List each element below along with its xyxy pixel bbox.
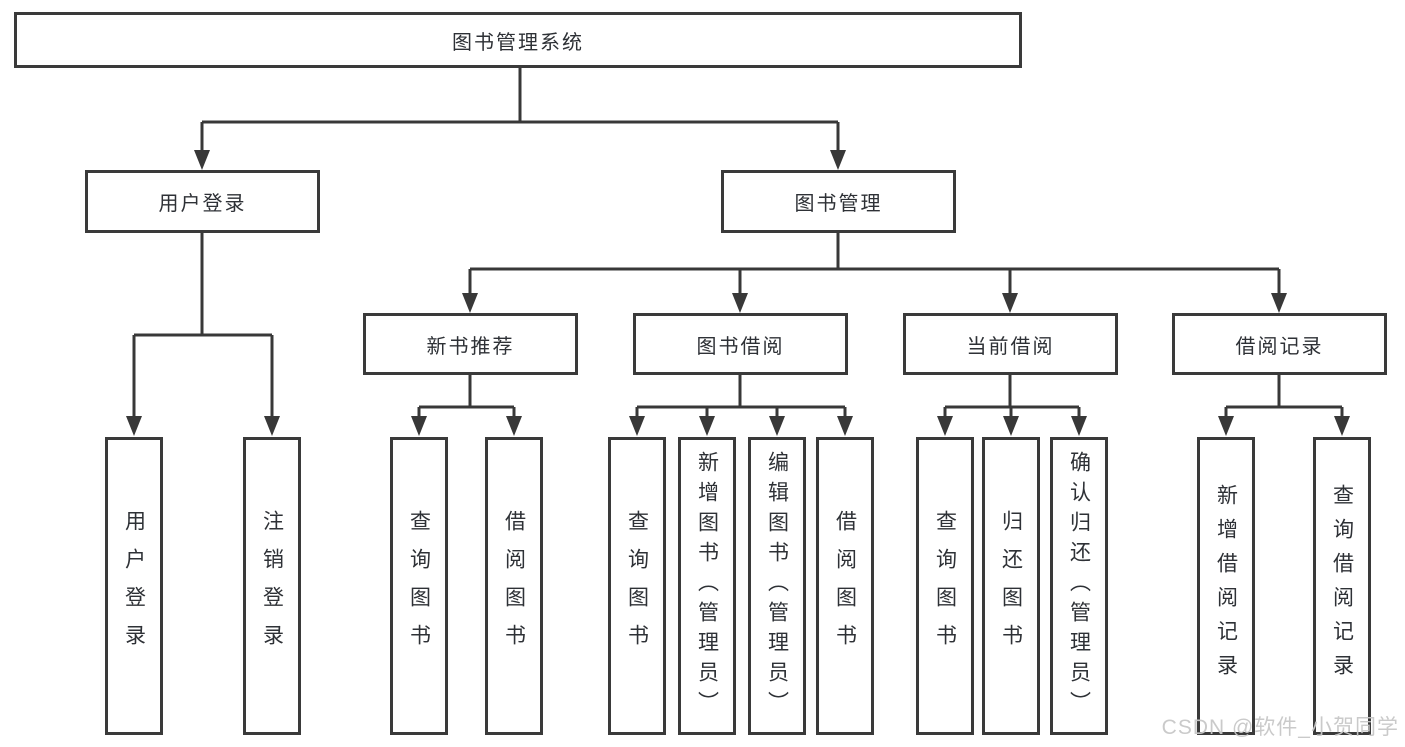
leaf-edit-book-admin-label: 编辑图书（管理员） <box>765 451 789 721</box>
leaf-recommend-query-books: 查询图书 <box>390 437 448 735</box>
node-borrowing-records: 借阅记录 <box>1172 313 1387 375</box>
leaf-user-login-label: 用户登录 <box>122 510 146 662</box>
leaf-add-book-admin-label: 新增图书（管理员） <box>695 451 719 721</box>
leaf-confirm-return-admin-label: 确认归还（管理员） <box>1067 451 1091 721</box>
node-current-borrowing-label: 当前借阅 <box>966 335 1055 358</box>
leaf-current-query-books-label: 查询图书 <box>933 510 957 662</box>
leaf-borrowing-borrow-books: 借阅图书 <box>816 437 874 735</box>
node-new-book-recommendation: 新书推荐 <box>363 313 578 375</box>
leaf-logout: 注销登录 <box>243 437 301 735</box>
node-book-borrowing-label: 图书借阅 <box>696 335 785 358</box>
node-book-management: 图书管理 <box>721 170 956 233</box>
csdn-watermark: CSDN @软件_小贺同学 <box>1161 716 1399 739</box>
leaf-borrowing-borrow-books-label: 借阅图书 <box>833 510 857 662</box>
node-book-borrowing: 图书借阅 <box>633 313 848 375</box>
leaf-recommend-query-books-label: 查询图书 <box>407 510 431 662</box>
leaf-confirm-return-admin: 确认归还（管理员） <box>1050 437 1108 735</box>
leaf-add-borrow-record: 新增借阅记录 <box>1197 437 1255 735</box>
leaf-borrowing-query-books-label: 查询图书 <box>625 510 649 662</box>
leaf-edit-book-admin: 编辑图书（管理员） <box>748 437 806 735</box>
leaf-current-query-books: 查询图书 <box>916 437 974 735</box>
node-book-management-label: 图书管理 <box>794 193 883 215</box>
node-user-login-label: 用户登录 <box>158 193 247 215</box>
leaf-query-borrow-record: 查询借阅记录 <box>1313 437 1371 735</box>
node-library-management-system-label: 图书管理系统 <box>452 31 584 54</box>
leaf-query-borrow-record-label: 查询借阅记录 <box>1330 484 1354 688</box>
leaf-add-book-admin: 新增图书（管理员） <box>678 437 736 735</box>
node-current-borrowing: 当前借阅 <box>903 313 1118 375</box>
node-user-login: 用户登录 <box>85 170 320 233</box>
leaf-recommend-borrow-books-label: 借阅图书 <box>502 510 526 662</box>
leaf-recommend-borrow-books: 借阅图书 <box>485 437 543 735</box>
leaf-user-login: 用户登录 <box>105 437 163 735</box>
leaf-logout-label: 注销登录 <box>260 510 284 662</box>
node-new-book-recommendation-label: 新书推荐 <box>426 335 515 358</box>
node-borrowing-records-label: 借阅记录 <box>1235 335 1324 358</box>
leaf-return-book: 归还图书 <box>982 437 1040 735</box>
leaf-return-book-label: 归还图书 <box>999 510 1023 662</box>
leaf-add-borrow-record-label: 新增借阅记录 <box>1214 484 1238 688</box>
leaf-borrowing-query-books: 查询图书 <box>608 437 666 735</box>
node-library-management-system: 图书管理系统 <box>14 12 1022 68</box>
